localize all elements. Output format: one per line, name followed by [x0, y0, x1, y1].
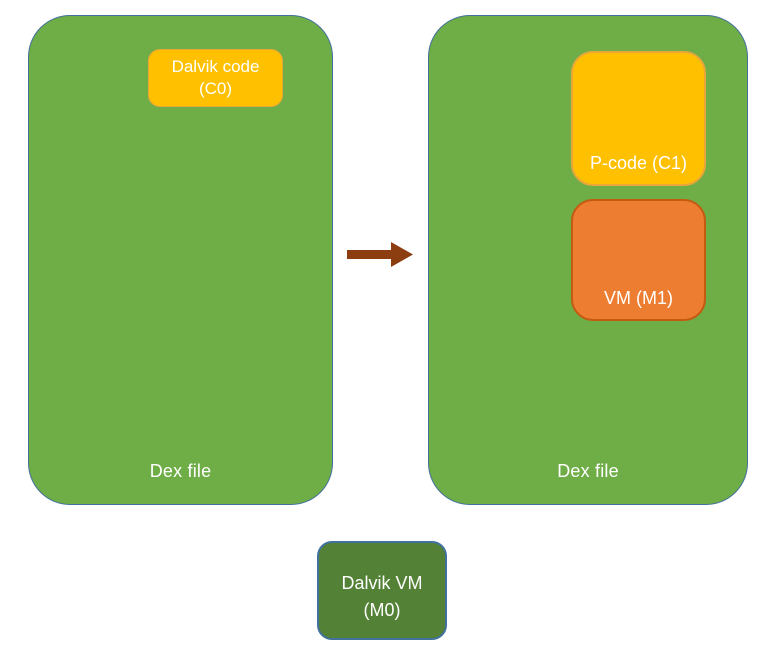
- dalvik-vm-block: Dalvik VM (M0): [317, 541, 447, 640]
- dalvik-code-block: Dalvik code (C0): [148, 49, 283, 107]
- dalvik-code-label-line2: (C0): [198, 79, 233, 98]
- right-arrow-icon: [347, 242, 413, 267]
- right-dex-file-label: Dex file: [557, 461, 619, 481]
- vm-label: VM (M1): [604, 288, 673, 308]
- dalvik-vm-label-line1: Dalvik VM: [341, 572, 423, 593]
- left-dex-file-label: Dex file: [149, 461, 212, 481]
- right-dex-file-box: P-code (C1) VM (M1) Dex file: [428, 15, 748, 505]
- left-dex-file-box: Dalvik code (C0) Dex file: [28, 15, 333, 505]
- right-arrow-shape: [347, 242, 413, 267]
- dalvik-vm-label-line2: (M0): [363, 599, 401, 620]
- p-code-block: P-code (C1): [571, 51, 706, 186]
- vm-block: VM (M1): [571, 199, 706, 321]
- p-code-label: P-code (C1): [589, 153, 688, 173]
- dalvik-code-label-line1: Dalvik code: [171, 56, 260, 76]
